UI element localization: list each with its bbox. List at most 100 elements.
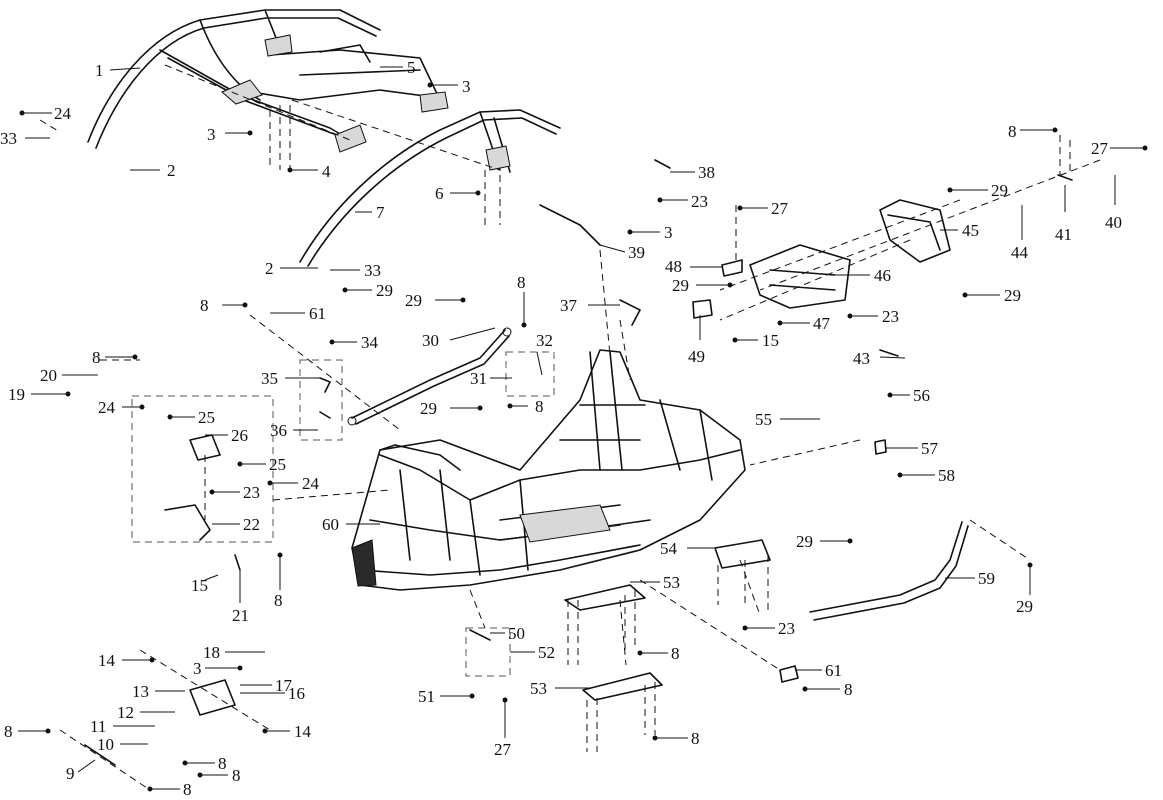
callout-36: 36 — [270, 421, 287, 440]
callout-38: 38 — [698, 163, 715, 182]
callout-47: 47 — [813, 314, 831, 333]
callout-25: 25 — [198, 408, 215, 427]
callout-1: 1 — [95, 61, 104, 80]
callout-51: 51 — [418, 687, 435, 706]
front-bumper-bar — [809, 521, 969, 621]
callout-43: 43 — [853, 349, 870, 368]
callout-leaders — [18, 66, 1148, 792]
callout-2: 2 — [167, 161, 176, 180]
callout-15: 15 — [191, 576, 208, 595]
callout-6: 6 — [435, 184, 444, 203]
callout-8: 8 — [232, 766, 241, 785]
callout-22: 22 — [243, 515, 260, 534]
callout-16: 16 — [288, 684, 305, 703]
callout-45: 45 — [962, 221, 979, 240]
mount-subassembly-box — [299, 359, 343, 441]
callout-19: 19 — [8, 385, 25, 404]
callout-41: 41 — [1055, 225, 1072, 244]
callout-8: 8 — [671, 644, 680, 663]
rear-rack — [749, 244, 851, 309]
mount-bracket-parts — [84, 159, 1073, 766]
callout-60: 60 — [322, 515, 339, 534]
callout-57: 57 — [921, 439, 939, 458]
callout-31: 31 — [470, 369, 487, 388]
callout-3: 3 — [193, 659, 202, 678]
callout-29: 29 — [672, 276, 689, 295]
callout-23: 23 — [243, 483, 260, 502]
callout-29: 29 — [376, 281, 393, 300]
callout-23: 23 — [691, 192, 708, 211]
callout-27: 27 — [1091, 139, 1109, 158]
callout-17: 17 — [275, 676, 293, 695]
callout-29: 29 — [1004, 286, 1021, 305]
callout-8: 8 — [92, 348, 101, 367]
callout-7: 7 — [376, 203, 385, 222]
callout-8: 8 — [517, 273, 526, 292]
callout-labels: 1 2 3 3 4 5 24 33 6 7 2 33 29 8 27 40 41… — [0, 58, 1122, 799]
callout-3: 3 — [462, 77, 471, 96]
roll-cage-roof-bar — [239, 44, 441, 101]
callout-12: 12 — [117, 703, 134, 722]
callout-25: 25 — [269, 455, 286, 474]
floor-plates — [564, 539, 771, 701]
callout-53: 53 — [663, 573, 680, 592]
callout-8: 8 — [200, 296, 209, 315]
callout-33: 33 — [0, 129, 17, 148]
callout-55: 55 — [755, 410, 772, 429]
callout-34: 34 — [361, 333, 379, 352]
callout-46: 46 — [874, 266, 891, 285]
callout-53: 53 — [530, 679, 547, 698]
callout-56: 56 — [913, 386, 930, 405]
rear-bumper — [879, 199, 951, 263]
callout-8: 8 — [844, 680, 853, 699]
callout-40: 40 — [1105, 213, 1122, 232]
callout-29: 29 — [991, 181, 1008, 200]
callout-8: 8 — [1008, 122, 1017, 141]
callout-29: 29 — [1016, 597, 1033, 616]
callout-48: 48 — [665, 257, 682, 276]
callout-8: 8 — [691, 729, 700, 748]
callout-18: 18 — [203, 643, 220, 662]
callout-5: 5 — [407, 58, 416, 77]
callout-20: 20 — [40, 366, 57, 385]
callout-14: 14 — [98, 651, 116, 670]
clamp-subassembly-box — [505, 351, 555, 397]
callout-61: 61 — [825, 661, 842, 680]
callout-14: 14 — [294, 722, 312, 741]
callout-11: 11 — [90, 717, 106, 736]
callout-15: 15 — [762, 331, 779, 350]
callout-29: 29 — [796, 532, 813, 551]
callout-30: 30 — [422, 331, 439, 350]
callout-24: 24 — [302, 474, 320, 493]
callout-26: 26 — [231, 426, 248, 445]
cage-brackets — [221, 34, 511, 171]
callout-27: 27 — [494, 740, 512, 759]
callout-3: 3 — [664, 223, 673, 242]
callout-13: 13 — [132, 682, 149, 701]
callout-27: 27 — [771, 199, 789, 218]
callout-39: 39 — [628, 243, 645, 262]
frame-brace-bar — [347, 327, 512, 426]
callout-9: 9 — [66, 764, 75, 783]
callout-58: 58 — [938, 466, 955, 485]
callout-8: 8 — [535, 397, 544, 416]
callout-2: 2 — [265, 259, 274, 278]
callout-21: 21 — [232, 606, 249, 625]
callout-61: 61 — [309, 304, 326, 323]
callout-32: 32 — [536, 331, 553, 350]
callout-8: 8 — [218, 754, 227, 773]
callout-44: 44 — [1011, 243, 1029, 262]
callout-24: 24 — [54, 104, 72, 123]
main-chassis-frame — [351, 349, 746, 591]
callout-50: 50 — [508, 624, 525, 643]
callout-8: 8 — [4, 722, 13, 741]
callout-3: 3 — [207, 125, 216, 144]
callout-33: 33 — [364, 261, 381, 280]
roll-cage-front-hoop — [87, 9, 381, 149]
callout-23: 23 — [882, 307, 899, 326]
callout-52: 52 — [538, 643, 555, 662]
callout-49: 49 — [688, 347, 705, 366]
callout-4: 4 — [322, 162, 331, 181]
